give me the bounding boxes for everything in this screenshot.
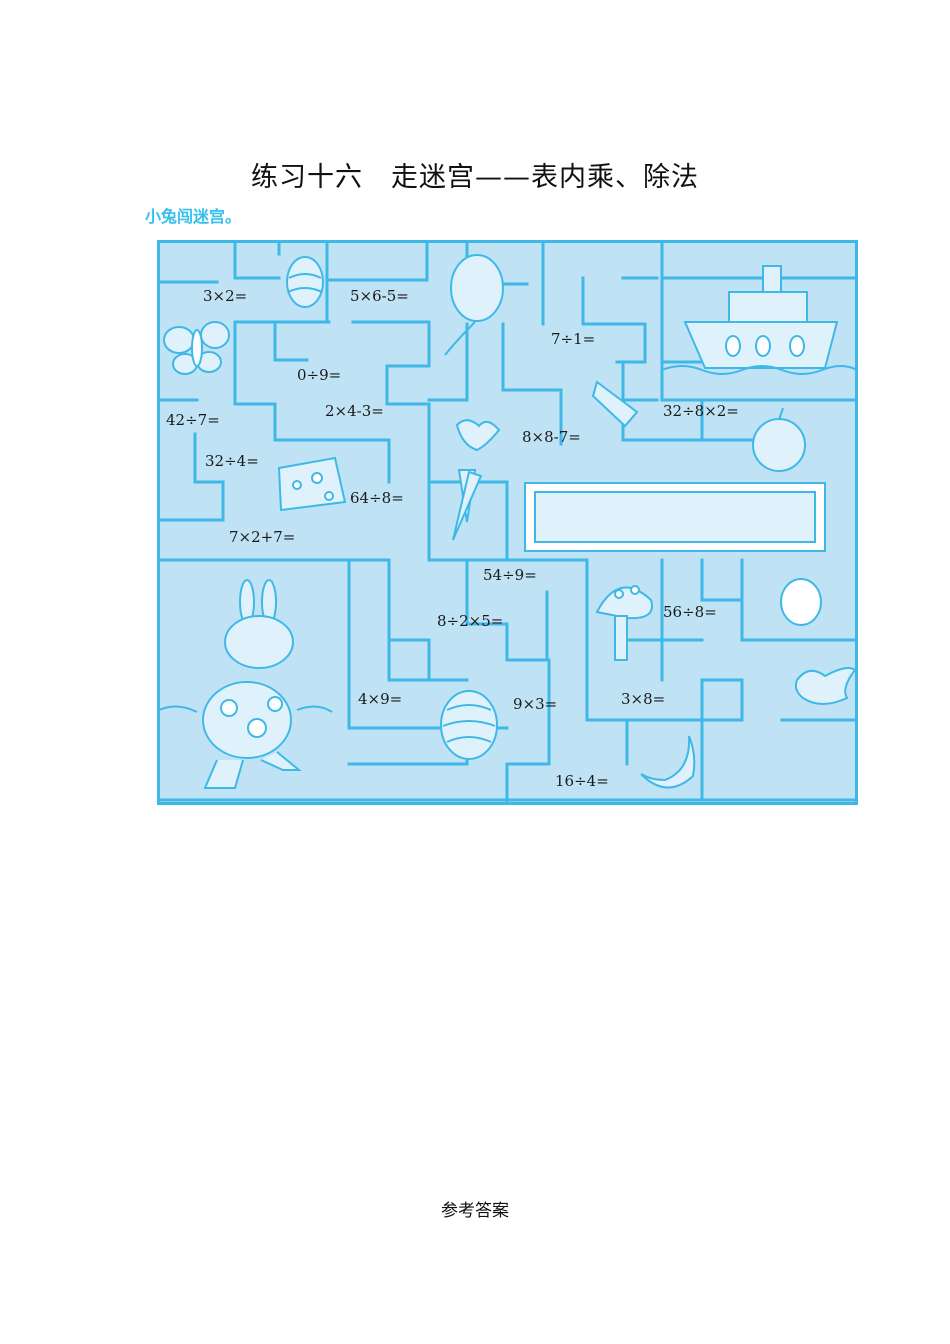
expression-7x2plus7: 7×2+7= xyxy=(229,528,296,546)
expression-16div4: 16÷4= xyxy=(555,772,609,790)
expression-32div8x2: 32÷8×2= xyxy=(663,402,739,420)
expression-42div7: 42÷7= xyxy=(166,411,220,429)
maze: 3×2= 5×6-5= 7÷1= 0÷9= 2×4-3= 42÷7= 32÷8×… xyxy=(157,240,858,805)
expression-8x8-7: 8×8-7= xyxy=(522,428,581,446)
expression-8div2x5: 8÷2×5= xyxy=(437,612,504,630)
expression-3x8: 3×8= xyxy=(621,690,666,708)
expression-9x3: 9×3= xyxy=(513,695,558,713)
exercise-instruction: 小兔闯迷宫。 xyxy=(145,207,242,226)
answer-key-heading: 参考答案 xyxy=(441,1201,509,1221)
expression-3x2: 3×2= xyxy=(203,287,248,305)
answer-box[interactable] xyxy=(524,482,826,552)
expression-54div9: 54÷9= xyxy=(483,566,537,584)
expression-56div8: 56÷8= xyxy=(663,603,717,621)
expression-32div4: 32÷4= xyxy=(205,452,259,470)
expression-7div1: 7÷1= xyxy=(551,330,596,348)
expression-0div9: 0÷9= xyxy=(297,366,342,384)
expression-64div8: 64÷8= xyxy=(350,489,404,507)
expression-5x6-5: 5×6-5= xyxy=(350,287,409,305)
expression-2x4-3: 2×4-3= xyxy=(325,402,384,420)
expression-4x9: 4×9= xyxy=(358,690,403,708)
page-title: 练习十六 走迷宫——表内乘、除法 xyxy=(251,162,699,193)
